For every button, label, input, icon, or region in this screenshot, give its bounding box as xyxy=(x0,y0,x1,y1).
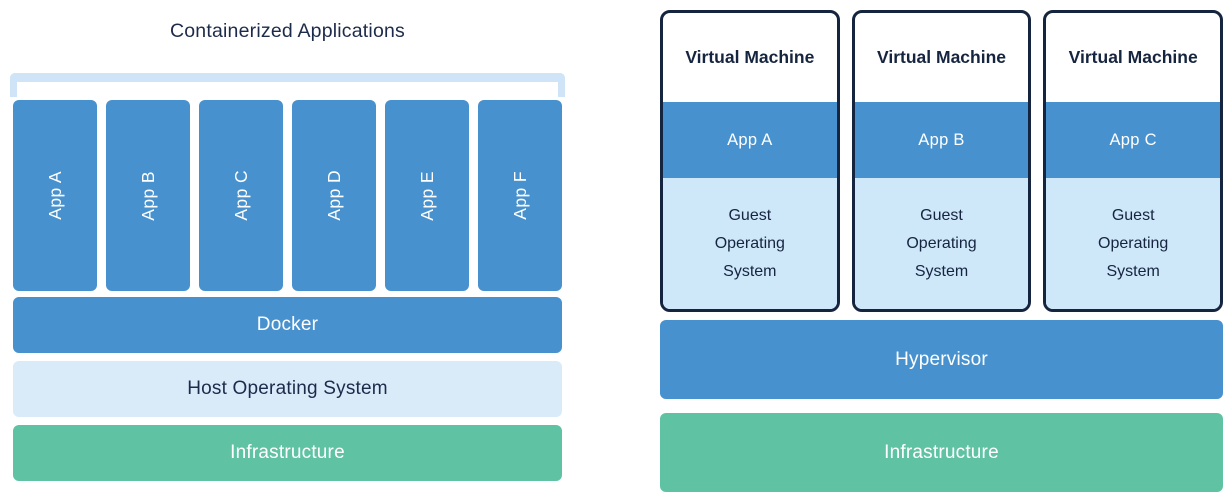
docker-layer-label: Docker xyxy=(256,314,319,335)
container-app-b-label: App B xyxy=(137,170,158,221)
host-os-layer: Host Operating System xyxy=(13,361,562,417)
container-app-a: App A xyxy=(13,100,97,291)
vm-card-1-guest-os-label: Guest Operating System xyxy=(714,206,785,280)
container-app-c: App C xyxy=(199,100,283,291)
infrastructure-layer-left-label: Infrastructure xyxy=(230,442,345,463)
vm-card-2-title: Virtual Machine xyxy=(876,47,1007,67)
vm-card-2-app: App B xyxy=(854,102,1029,178)
vm-card-3-guest-os-label: Guest Operating System xyxy=(1098,206,1169,280)
container-app-d: App D xyxy=(292,100,376,291)
containers-panel-title: Containerized Applications xyxy=(169,20,405,42)
vm-card-3-guest-os: Guest Operating System xyxy=(1046,178,1221,309)
hypervisor-layer: Hypervisor xyxy=(660,320,1223,399)
vm-card-2: Virtual Machine App B Guest Operating Sy… xyxy=(851,10,1032,312)
vm-card-3-app: App C xyxy=(1046,102,1221,178)
vm-card-1-app: App A xyxy=(663,102,837,178)
container-app-f: App F xyxy=(478,100,562,291)
vm-card-2-guest-os-label: Guest Operating System xyxy=(906,206,977,280)
container-app-a-label: App A xyxy=(44,171,65,220)
vm-card-1: Virtual Machine App A Guest Operating Sy… xyxy=(660,10,840,312)
infrastructure-layer-left: Infrastructure xyxy=(13,425,562,481)
vm-card-1-guest-os: Guest Operating System xyxy=(663,178,837,309)
container-app-e: App E xyxy=(385,100,469,291)
container-app-b: App B xyxy=(106,100,190,291)
container-app-c-label: App C xyxy=(230,170,251,221)
infrastructure-layer-right-label: Infrastructure xyxy=(884,441,999,463)
container-apps-row: App A App B App C App D App E App F xyxy=(13,100,562,291)
infrastructure-layer-right: Infrastructure xyxy=(660,413,1223,492)
vm-card-3-title: Virtual Machine xyxy=(1068,47,1198,67)
container-app-d-label: App D xyxy=(323,170,344,221)
container-app-e-label: App E xyxy=(416,170,437,221)
vm-card-1-title: Virtual Machine xyxy=(685,47,815,67)
vm-card-2-guest-os: Guest Operating System xyxy=(854,178,1029,309)
containers-bracket xyxy=(10,73,565,97)
container-app-f-label: App F xyxy=(509,171,530,220)
docker-layer: Docker xyxy=(13,297,562,353)
hypervisor-layer-label: Hypervisor xyxy=(895,348,988,370)
vm-cards-row: Virtual Machine App A Guest Operating Sy… xyxy=(660,10,1224,312)
vm-card-3: Virtual Machine App C Guest Operating Sy… xyxy=(1043,10,1224,312)
host-os-layer-label: Host Operating System xyxy=(187,378,388,399)
